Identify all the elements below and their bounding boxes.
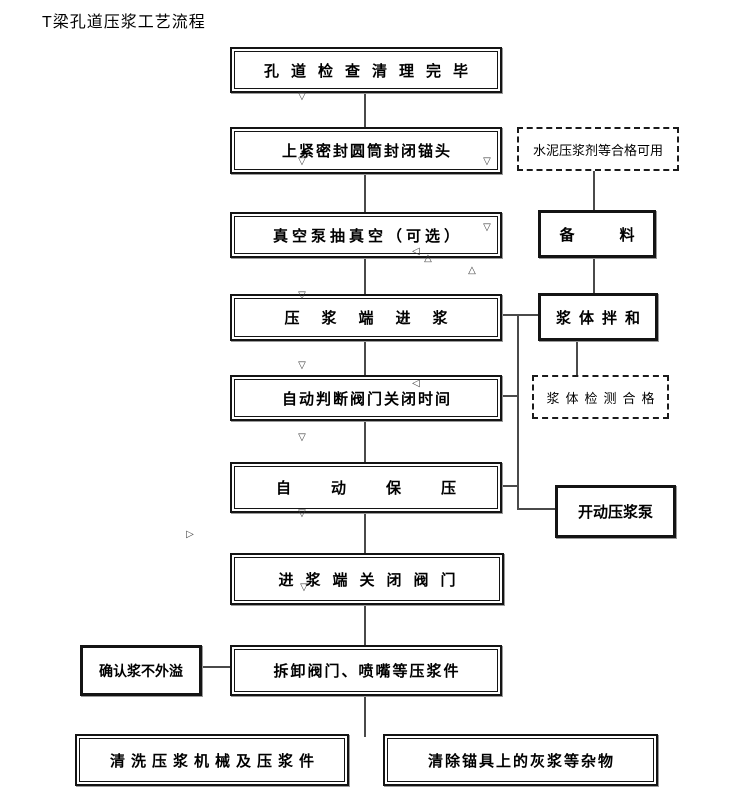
connector-line <box>364 600 366 647</box>
page-title: T梁孔道压浆工艺流程 <box>42 14 206 31</box>
connector-line <box>497 485 518 487</box>
flow-node-label: 孔道检查清理完毕 <box>263 62 480 80</box>
down-triangle-mark: ▽ <box>298 360 306 371</box>
flow-node-duct-check: 孔道检查清理完毕 <box>230 47 502 93</box>
down-triangle-mark: ▽ <box>298 91 306 102</box>
left-triangle-mark: ◁ <box>398 314 406 325</box>
down-triangle-mark: ▽ <box>483 222 491 233</box>
flow-node-label: 确认浆不外溢 <box>99 662 183 679</box>
flow-node-label: 清洗压浆机械及压浆件 <box>109 752 320 770</box>
connector-line <box>195 666 231 668</box>
connector-line <box>593 251 595 295</box>
flow-node-clean-machine: 清洗压浆机械及压浆件 <box>75 734 349 786</box>
flow-node-confirm-no-leak: 确认浆不外溢 <box>80 645 202 696</box>
connector-line <box>593 166 595 212</box>
flow-node-label: 上紧密封圆筒封闭锚头 <box>281 143 452 160</box>
flow-node-label: 备料 <box>559 226 680 244</box>
right-triangle-mark: ▷ <box>186 529 194 540</box>
flow-node-label: 开动压浆泵 <box>577 504 653 521</box>
flow-node-label: 自动判断阀门关闭时间 <box>281 390 452 408</box>
flow-node-auto-hold: 自动保压 <box>230 462 502 513</box>
flow-node-clean-anchor: 清除锚具上的灰浆等杂物 <box>383 734 658 786</box>
down-triangle-mark: ▽ <box>298 290 306 301</box>
left-triangle-mark: ◁ <box>412 246 420 257</box>
flow-node-seal-anchor: 上紧密封圆筒封闭锚头 <box>230 127 502 174</box>
connector-line <box>364 253 366 296</box>
connector-line <box>364 508 366 555</box>
connector-line <box>576 334 578 376</box>
flow-node-start-pump: 开动压浆泵 <box>555 485 676 538</box>
connector-line <box>364 89 366 129</box>
connector-line <box>517 508 557 510</box>
flow-node-label: 拆卸阀门、喷嘴等压浆件 <box>273 663 461 680</box>
connector-line <box>517 314 519 510</box>
connector-line <box>364 691 366 737</box>
connector-line <box>364 336 366 377</box>
flow-node-label: 自动保压 <box>275 480 496 497</box>
flow-node-label: 浆体检测合格 <box>546 390 661 406</box>
flow-node-mix-grout: 浆体拌和 <box>538 293 658 341</box>
flow-node-label: 压浆端进浆 <box>284 310 470 327</box>
flow-node-label: 清除锚具上的灰浆等杂物 <box>427 752 615 770</box>
flow-node-label: 进浆端关闭阀门 <box>278 571 468 589</box>
flow-node-vacuum-optional: 真空泵抽真空（可选） <box>230 212 502 258</box>
left-triangle-mark: ◁ <box>412 378 420 389</box>
flow-node-valve-close-time: 自动判断阀门关闭时间 <box>230 375 502 421</box>
down-triangle-mark: ▽ <box>300 582 308 593</box>
connector-line <box>364 169 366 214</box>
flow-node-label: 真空泵抽真空（可选） <box>272 227 463 245</box>
flow-node-prepare: 备料 <box>538 210 656 258</box>
flow-node-label: 浆体拌和 <box>555 309 648 327</box>
down-triangle-mark: ▽ <box>298 156 306 167</box>
up-triangle-mark: △ <box>468 265 476 276</box>
down-triangle-mark: ▽ <box>298 508 306 519</box>
flow-node-material-ok: 水泥压浆剂等合格可用 <box>517 127 679 171</box>
flow-node-inlet-close: 进浆端关闭阀门 <box>230 553 504 605</box>
connector-line <box>497 314 539 316</box>
connector-line <box>364 416 366 464</box>
flow-node-label: 水泥压浆剂等合格可用 <box>532 142 663 158</box>
flow-node-grout-tested: 浆体检测合格 <box>532 375 669 419</box>
flow-node-grout-inlet: 压浆端进浆 <box>230 294 502 341</box>
down-triangle-mark: ▽ <box>483 156 491 167</box>
connector-line <box>497 395 518 397</box>
up-triangle-mark: △ <box>424 253 432 264</box>
flow-node-remove-parts: 拆卸阀门、喷嘴等压浆件 <box>230 645 502 696</box>
down-triangle-mark: ▽ <box>298 432 306 443</box>
